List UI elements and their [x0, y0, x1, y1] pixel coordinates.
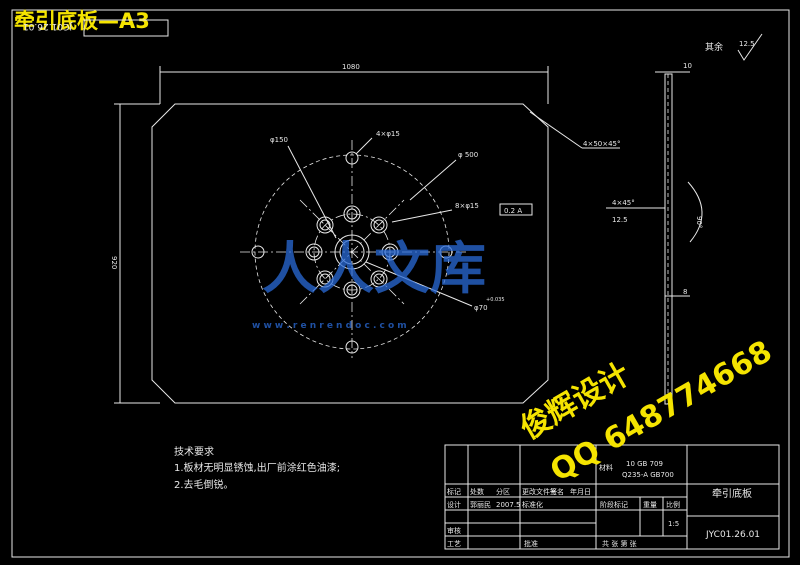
notes-heading: 技术要求 [174, 445, 214, 458]
position-frame-text: 0.2 A [504, 207, 522, 215]
code-box [83, 19, 169, 37]
pcd150-text: φ150 [270, 136, 288, 144]
drawing-border [11, 9, 790, 558]
inner-hole [343, 205, 361, 223]
code-box-text: JC01.26.01 [23, 21, 73, 31]
outer-hole [345, 151, 359, 165]
tb-material-1: 10 GB 709 [626, 460, 663, 468]
tb-zone: 分区 [496, 487, 510, 496]
tb-material-2: Q235-A GB700 [622, 471, 674, 479]
outer-hole [345, 340, 359, 354]
plate-outline [151, 103, 549, 404]
outer-holes [251, 151, 453, 354]
tb-date: 年月日 [570, 487, 591, 496]
inner-hole [370, 270, 388, 288]
part-roughness-text: 12.5 [612, 216, 628, 224]
side-view-plate [664, 73, 673, 405]
center-hole [334, 234, 370, 270]
tb-drawing-no: JYC01.26.01 [705, 530, 760, 540]
hole4-text: 4×φ15 [376, 130, 400, 138]
outer-hole [439, 245, 453, 259]
tb-check: 审核 [447, 526, 461, 535]
width-dim-text: 1080 [342, 63, 360, 71]
hole4-leader [355, 137, 373, 155]
bolt-circle-leader [409, 159, 457, 201]
centerline-diag-2 [299, 199, 405, 305]
center-hole-leader [365, 261, 473, 307]
angle-arc [687, 181, 703, 243]
watermark-url: w w w . r e n r e n d o c . c o m [252, 321, 407, 331]
tolerance-text: +0.035 [486, 297, 505, 303]
inner-hole [381, 243, 399, 261]
outer-hole [251, 245, 265, 259]
inner-hole [305, 243, 323, 261]
inner-hole [316, 270, 334, 288]
drawing-title: 牵引底板—A3 [14, 9, 150, 33]
roughness-symbol [737, 33, 763, 61]
tb-part-name: 牵引底板 [712, 487, 752, 500]
tb-stage: 阶段标记 [600, 500, 628, 509]
chamfer-text: 4×50×45° [583, 140, 621, 148]
other-label: 其余 [705, 41, 723, 53]
inner-hole [370, 216, 388, 234]
tb-designer: 郭丽民 [470, 500, 491, 509]
tb-change: 更改文件号 [522, 487, 557, 496]
position-frame [499, 203, 533, 216]
tb-approve: 批准 [524, 539, 538, 548]
notes-line-1: 1.板材无明显锈蚀,出厂前涂红色油漆; [174, 461, 340, 474]
inner-holes [305, 205, 399, 299]
tb-count: 处数 [470, 487, 484, 496]
tb-material-label: 材料 [599, 463, 613, 472]
tb-scale: 1:5 [668, 520, 679, 528]
tb-weight: 重量 [643, 501, 657, 509]
hole8-leader [391, 209, 453, 223]
center-hole-text: φ70 [474, 304, 488, 312]
tb-mark: 标记 [447, 487, 461, 496]
inner-hole [343, 281, 361, 299]
tb-sign: 签名 [550, 487, 564, 496]
chamfer-leader [529, 111, 583, 149]
right-chamfer-text: 4×45° [612, 199, 635, 207]
pcd150-leader [287, 145, 337, 239]
tb-ratio: 比例 [666, 500, 680, 509]
height-dim-text: 920 [110, 256, 118, 269]
center-hole-inner [339, 239, 365, 265]
inner-pcd [313, 213, 391, 291]
small-dim-text: 8 [683, 288, 687, 296]
angle-text: 90° [695, 216, 703, 228]
hole8-text: 8×φ15 [455, 202, 479, 210]
tb-sheet: 共 张 第 张 [602, 539, 637, 548]
tb-design-label: 设计 [447, 500, 461, 509]
tb-design-date: 2007.5 [496, 501, 521, 509]
thickness-text: 10 [683, 62, 692, 70]
notes-line-2: 2.去毛倒锐。 [174, 478, 234, 491]
watermark-site: 人人文库 [262, 237, 486, 302]
bolt-circle-text: φ 500 [458, 151, 478, 159]
tb-process: 工艺 [447, 540, 461, 548]
roughness-text: 12.5 [739, 40, 755, 48]
title-block [444, 444, 780, 550]
tb-std: 标准化 [522, 500, 543, 509]
